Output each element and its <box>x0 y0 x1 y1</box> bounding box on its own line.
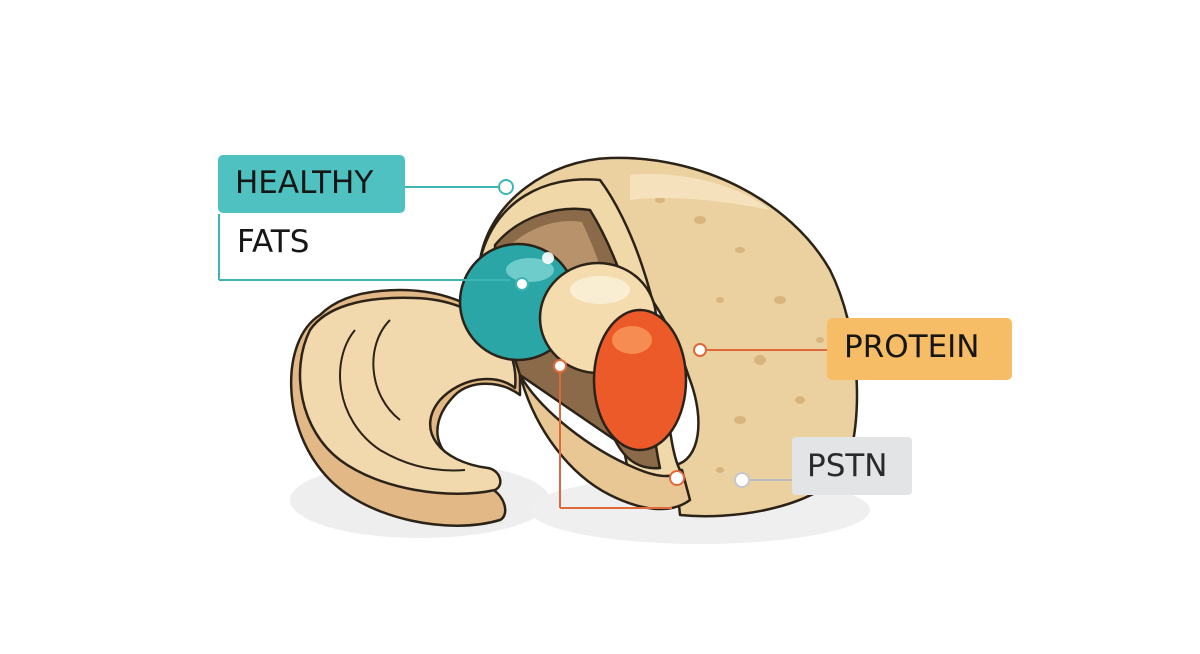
cashew-top <box>298 296 517 495</box>
dot-protein <box>693 343 707 357</box>
cashew-groove-2 <box>372 319 401 421</box>
pstn-text: PSTN <box>807 448 888 484</box>
dot-pstn-lip <box>669 470 685 486</box>
dot-healthy-fats-top <box>498 179 514 195</box>
protein-label: PROTEIN <box>827 318 1012 380</box>
pstn-label: PSTN <box>792 437 912 495</box>
healthy-fats-text-line2: FATS <box>237 224 310 260</box>
leader-healthy-fats <box>218 186 510 281</box>
nut-texture <box>655 197 824 473</box>
nut-bottom-lip <box>518 373 692 511</box>
dot-healthy-fats-sphere <box>515 277 529 291</box>
dot-pstn-cream <box>553 359 567 373</box>
leader-pstn <box>559 372 672 509</box>
nut-highlight <box>630 174 770 210</box>
healthy-fats-text-line1: HEALTHY <box>235 165 374 201</box>
healthy-fats-label-top: HEALTHY <box>218 155 405 213</box>
protein-text: PROTEIN <box>844 329 980 365</box>
orange-sphere <box>592 308 688 452</box>
cashew-groove-1 <box>339 329 466 472</box>
healthy-fats-label-bottom: FATS <box>219 214 359 280</box>
dot-pstn-gray <box>734 472 750 488</box>
cashew-illustration <box>289 288 522 527</box>
